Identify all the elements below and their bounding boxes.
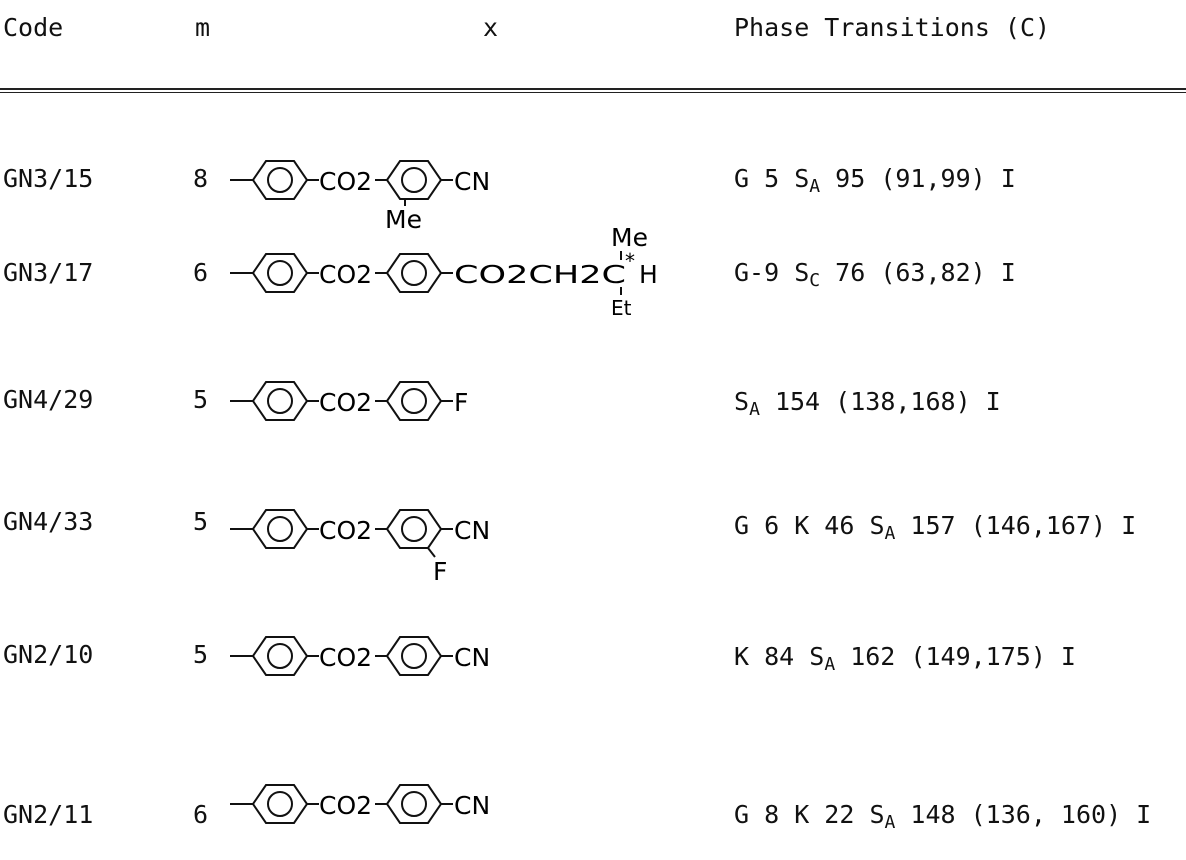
row-code: GN4/33 — [3, 507, 94, 536]
row-phase: SA 154 (138,168) I — [734, 387, 1001, 420]
phase-text: G 8 K 22 S — [734, 800, 885, 829]
chiral-star: * — [625, 249, 635, 273]
row-m: 6 — [193, 258, 209, 287]
row-m: 5 — [193, 507, 209, 536]
group-right: CN — [454, 516, 490, 545]
phase-text: 76 (63,82) I — [820, 258, 1016, 287]
table-row: GN3/17 6 CO2 CO2CH2C * H Me Et G-9 SC 76… — [0, 223, 1186, 333]
phase-subscript: A — [884, 812, 896, 833]
row-m: 6 — [193, 800, 209, 829]
row-m: 8 — [193, 164, 209, 193]
row-phase: G 5 SA 95 (91,99) I — [734, 164, 1016, 197]
row-code: GN4/29 — [3, 385, 94, 414]
table-row: GN2/10 5 CO2 CN K 84 SA 162 (149,175) I — [0, 636, 1186, 730]
structure-x: CO2 CN — [225, 770, 525, 841]
row-phase: G 8 K 22 SA 148 (136, 160) I — [734, 800, 1151, 833]
phase-subscript: A — [809, 176, 821, 197]
group-right: CO2CH2C — [454, 260, 626, 289]
benzene-ring-icon — [251, 160, 309, 200]
benzene-ring-icon — [251, 784, 309, 824]
row-phase: K 84 SA 162 (149,175) I — [734, 642, 1076, 675]
substituent: F — [433, 557, 447, 586]
phase-subscript: A — [749, 399, 760, 420]
table-row: GN4/29 5 CO2 F SA 154 (138,168) I — [0, 381, 1186, 475]
group-left: CO2 — [319, 516, 372, 545]
row-code: GN2/10 — [3, 640, 94, 669]
group-left: CO2 — [319, 260, 372, 289]
row-code: GN3/17 — [3, 258, 94, 287]
header-phase-transitions: Phase Transitions (C) — [734, 13, 1051, 42]
structure-x: CO2 F — [225, 381, 525, 439]
group-right: CN — [454, 643, 490, 672]
row-m: 5 — [193, 385, 209, 414]
group-right: CN — [454, 791, 490, 820]
table-row: GN3/15 8 CO2 CN Me G 5 SA 95 (91,99) I — [0, 158, 1186, 248]
row-code: GN2/11 — [3, 800, 94, 829]
table-row: GN2/11 6 CO2 CN G 8 K 22 SA 148 (136, 16… — [0, 770, 1186, 860]
group-left: CO2 — [319, 388, 372, 417]
phase-text: S — [734, 387, 750, 416]
group-left: CO2 — [319, 643, 372, 672]
header-code: Code — [3, 13, 64, 42]
structure-x: CO2 CN Me — [225, 158, 645, 252]
substituent: Me — [385, 205, 422, 234]
phase-text: K 84 S — [734, 642, 825, 671]
phase-text: G-9 S — [734, 258, 810, 287]
row-phase: G-9 SC 76 (63,82) I — [734, 258, 1016, 291]
benzene-ring-icon — [385, 381, 443, 421]
structure-x: CO2 CN F — [225, 505, 525, 599]
group-right: F — [454, 388, 468, 417]
group-left: CO2 — [319, 167, 372, 196]
structure-x: CO2 CO2CH2C * H Me Et — [225, 223, 705, 337]
phase-text: 95 (91,99) I — [820, 164, 1016, 193]
benzene-ring-icon — [385, 160, 443, 200]
phase-text: G 5 S — [734, 164, 810, 193]
tail-h: H — [639, 260, 658, 289]
table-row: GN4/33 5 CO2 CN F G 6 K 46 SA 157 (146,1… — [0, 505, 1186, 595]
phase-subscript: C — [809, 270, 821, 291]
row-m: 5 — [193, 640, 209, 669]
header-rule — [0, 88, 1186, 93]
phase-text: 154 (138,168) I — [759, 387, 1001, 416]
row-phase: G 6 K 46 SA 157 (146,167) I — [734, 511, 1136, 544]
group-right: CN — [454, 167, 490, 196]
phase-text: 157 (146,167) I — [895, 511, 1137, 540]
phase-subscript: A — [884, 523, 896, 544]
benzene-ring-icon — [385, 253, 443, 293]
benzene-ring-icon — [251, 509, 309, 549]
phase-text: 148 (136, 160) I — [895, 800, 1152, 829]
phase-text: 162 (149,175) I — [835, 642, 1076, 671]
header-x: x — [483, 13, 499, 42]
phase-subscript: A — [824, 654, 836, 675]
structure-x: CO2 CN — [225, 636, 525, 694]
benzene-ring-icon — [251, 636, 309, 676]
benzene-ring-icon — [385, 636, 443, 676]
header-m: m — [195, 13, 211, 42]
row-code: GN3/15 — [3, 164, 94, 193]
group-left: CO2 — [319, 791, 372, 820]
tail-bottom: Et — [611, 296, 632, 320]
benzene-ring-icon — [251, 253, 309, 293]
benzene-ring-icon — [385, 784, 443, 824]
phase-text: G 6 K 46 S — [734, 511, 885, 540]
benzene-ring-icon — [251, 381, 309, 421]
benzene-ring-icon — [385, 509, 443, 549]
tail-top: Me — [611, 223, 648, 252]
